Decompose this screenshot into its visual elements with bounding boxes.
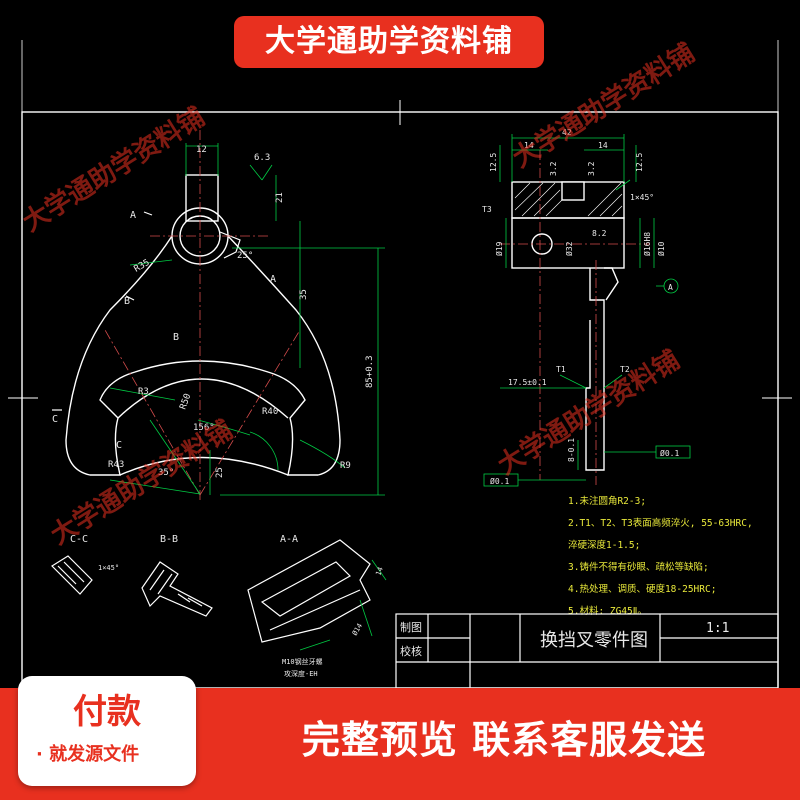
svg-text:42: 42 <box>562 128 572 137</box>
note-6: 5.材料: ZG45Ⅱ。 <box>568 605 647 617</box>
svg-text:A: A <box>668 283 673 292</box>
svg-text:M10钢丝牙螺: M10钢丝牙螺 <box>282 657 323 666</box>
svg-text:B: B <box>173 332 179 343</box>
fork-dimensions <box>109 143 385 496</box>
svg-text:14: 14 <box>598 141 608 150</box>
section-labels: C-C B-B A-A <box>70 534 298 545</box>
svg-text:85+0.3: 85+0.3 <box>365 355 375 388</box>
view-mark-labels: A A B B C C <box>52 210 276 451</box>
svg-text:C: C <box>116 440 122 451</box>
section-a-a <box>247 539 371 643</box>
watermark-4: 大学通助学资料铺 <box>45 414 238 551</box>
svg-text:Ø0.1: Ø0.1 <box>660 448 679 458</box>
technical-notes: 1.未注圆角R2-3; 2.T1、T2、T3表面高频淬火, 55-63HRC, … <box>568 495 753 617</box>
svg-text:14: 14 <box>374 566 384 577</box>
svg-text:Ø14: Ø14 <box>351 622 364 637</box>
svg-text:Ø0.1: Ø0.1 <box>490 476 509 486</box>
svg-text:攻深度-EH: 攻深度-EH <box>284 669 318 678</box>
svg-text:21: 21 <box>275 192 285 203</box>
watermark-3: 大学通助学资料铺 <box>492 344 685 481</box>
svg-text:3.2: 3.2 <box>549 161 558 176</box>
note-3: 淬硬深度1-1.5; <box>568 539 640 551</box>
svg-text:R35: R35 <box>133 258 152 275</box>
svg-text:T2: T2 <box>620 365 630 374</box>
title-part-name: 换挡叉零件图 <box>540 630 648 651</box>
svg-text:R3: R3 <box>138 387 149 397</box>
svg-text:Ø16H8: Ø16H8 <box>642 232 652 256</box>
svg-text:17.5±0.1: 17.5±0.1 <box>508 378 547 387</box>
watermark-1: 大学通助学资料铺 <box>17 101 210 238</box>
svg-text:35°: 35° <box>158 468 174 478</box>
svg-text:Ø19: Ø19 <box>494 241 504 256</box>
svg-text:8.2: 8.2 <box>592 229 607 238</box>
svg-text:A: A <box>270 274 276 285</box>
svg-text:6.3: 6.3 <box>254 153 270 163</box>
section-dimensions <box>299 559 387 651</box>
title-drawn-label: 制图 <box>400 621 422 634</box>
svg-text:Ø10: Ø10 <box>656 241 666 256</box>
pay-button[interactable]: 付款 · 就发源文件 <box>18 676 196 786</box>
svg-text:A: A <box>130 210 136 221</box>
note-5: 4.热处理、调质、硬度18-25HRC; <box>568 583 716 595</box>
side-view-center-lines <box>500 150 650 485</box>
note-2: 2.T1、T2、T3表面高频淬火, 55-63HRC, <box>568 517 753 529</box>
section-b-b <box>141 561 213 617</box>
svg-text:35: 35 <box>299 289 309 300</box>
svg-text:Ø32: Ø32 <box>564 241 574 256</box>
svg-text:A-A: A-A <box>280 534 298 545</box>
fork-side-view <box>511 181 625 471</box>
svg-text:12: 12 <box>196 145 207 155</box>
drawing-border <box>21 111 779 689</box>
svg-text:T3: T3 <box>482 205 492 214</box>
svg-text:C: C <box>52 414 58 425</box>
svg-text:25: 25 <box>215 467 225 478</box>
svg-text:R9: R9 <box>340 461 351 471</box>
svg-text:B-B: B-B <box>160 534 178 545</box>
svg-text:1×45°: 1×45° <box>630 193 654 202</box>
fork-dimension-texts: 12 6.3 21 35 85+0.3 R35 R3 R50 156° R40 … <box>108 145 375 478</box>
svg-text:B: B <box>124 296 130 307</box>
note-1: 1.未注圆角R2-3; <box>568 495 646 507</box>
pay-subtitle: · 就发源文件 <box>36 744 140 765</box>
pay-title: 付款 <box>73 692 141 732</box>
svg-text:12.5: 12.5 <box>635 153 644 172</box>
svg-text:12.5: 12.5 <box>489 153 498 172</box>
svg-text:25°: 25° <box>237 251 253 261</box>
svg-text:R43: R43 <box>108 460 124 470</box>
svg-text:T1: T1 <box>556 365 566 374</box>
svg-text:14: 14 <box>524 141 534 150</box>
note-4: 3.铸件不得有砂眼、疏松等缺陷; <box>568 561 709 573</box>
shop-banner: 大学通助学资料铺 <box>234 16 544 68</box>
svg-text:156°: 156° <box>193 423 215 433</box>
side-view-dimensions <box>483 134 691 487</box>
contact-cta: 完整预览 联系客服发送 <box>301 718 707 762</box>
side-view-dimension-texts: 42 14 14 12.5 12.5 3.2 3.2 1×45° T3 Ø19 … <box>482 128 679 486</box>
section-c-c: 1×45° <box>51 555 119 595</box>
svg-text:R50: R50 <box>178 392 193 411</box>
svg-text:R40: R40 <box>262 407 278 417</box>
fork-center-lines <box>104 130 301 500</box>
title-scale: 1:1 <box>706 621 729 636</box>
title-check-label: 校核 <box>400 644 422 658</box>
svg-text:1×45°: 1×45° <box>98 564 119 572</box>
svg-text:C-C: C-C <box>70 534 88 545</box>
svg-text:8-0.1: 8-0.1 <box>567 438 576 462</box>
side-view-hatch <box>514 182 623 217</box>
svg-text:3.2: 3.2 <box>587 161 596 176</box>
